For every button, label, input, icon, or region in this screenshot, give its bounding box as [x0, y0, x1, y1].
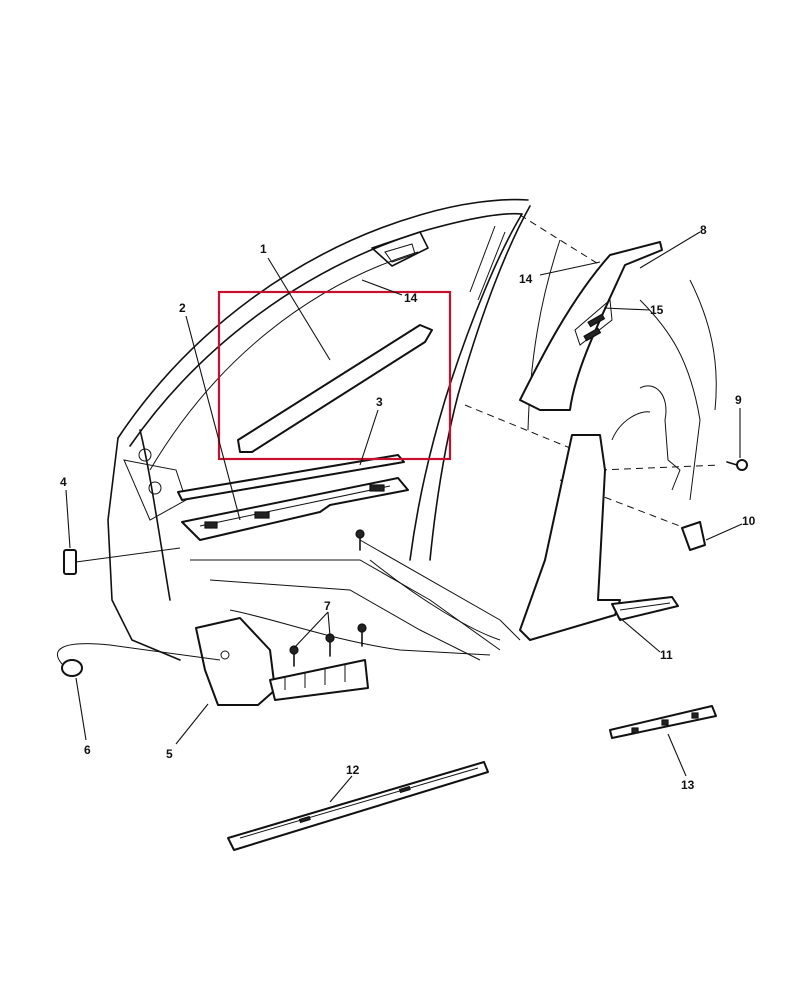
- vehicle-body-outline: [107, 198, 721, 661]
- part-9-bolt: [726, 459, 748, 471]
- part-7-screws-bracket: [269, 529, 369, 701]
- part-1-pillar-trim: [237, 324, 433, 453]
- callout-1: 1: [260, 242, 267, 256]
- part-8-b-pillar-upper-trim: [519, 241, 663, 411]
- callout-15: 15: [650, 303, 664, 317]
- callout-14-pillar: 14: [519, 272, 533, 286]
- callout-2: 2: [179, 301, 186, 315]
- callout-4: 4: [60, 475, 67, 489]
- callout-7: 7: [324, 599, 331, 613]
- callout-14-windshield: 14: [404, 291, 418, 305]
- callout-5: 5: [166, 747, 173, 761]
- callout-10: 10: [742, 514, 756, 528]
- callout-3: 3: [376, 395, 383, 409]
- part-10-cap: [681, 521, 706, 551]
- callout-6: 6: [84, 743, 91, 757]
- part-11-b-pillar-lower-trim: [519, 385, 681, 641]
- callout-8: 8: [700, 223, 707, 237]
- part-6-push-pin: [57, 643, 221, 677]
- part-2-cowl-panel: [181, 477, 409, 541]
- part-12-sill-plate: [227, 761, 489, 851]
- part-4-clip: [63, 547, 181, 575]
- callout-12: 12: [346, 763, 360, 777]
- part-5-kick-panel: [195, 617, 276, 706]
- callout-labels: 1 2 3 4 5 6 7 8 9 10 11 12 13 14 14 15: [60, 223, 756, 792]
- callout-13: 13: [681, 778, 695, 792]
- leader-lines: [65, 231, 743, 803]
- callout-11: 11: [660, 648, 673, 662]
- part-3-trim-strip: [177, 454, 405, 501]
- callout-9: 9: [735, 393, 742, 407]
- part-13-small-sill-plate: [609, 705, 717, 739]
- highlight-box: [217, 290, 452, 461]
